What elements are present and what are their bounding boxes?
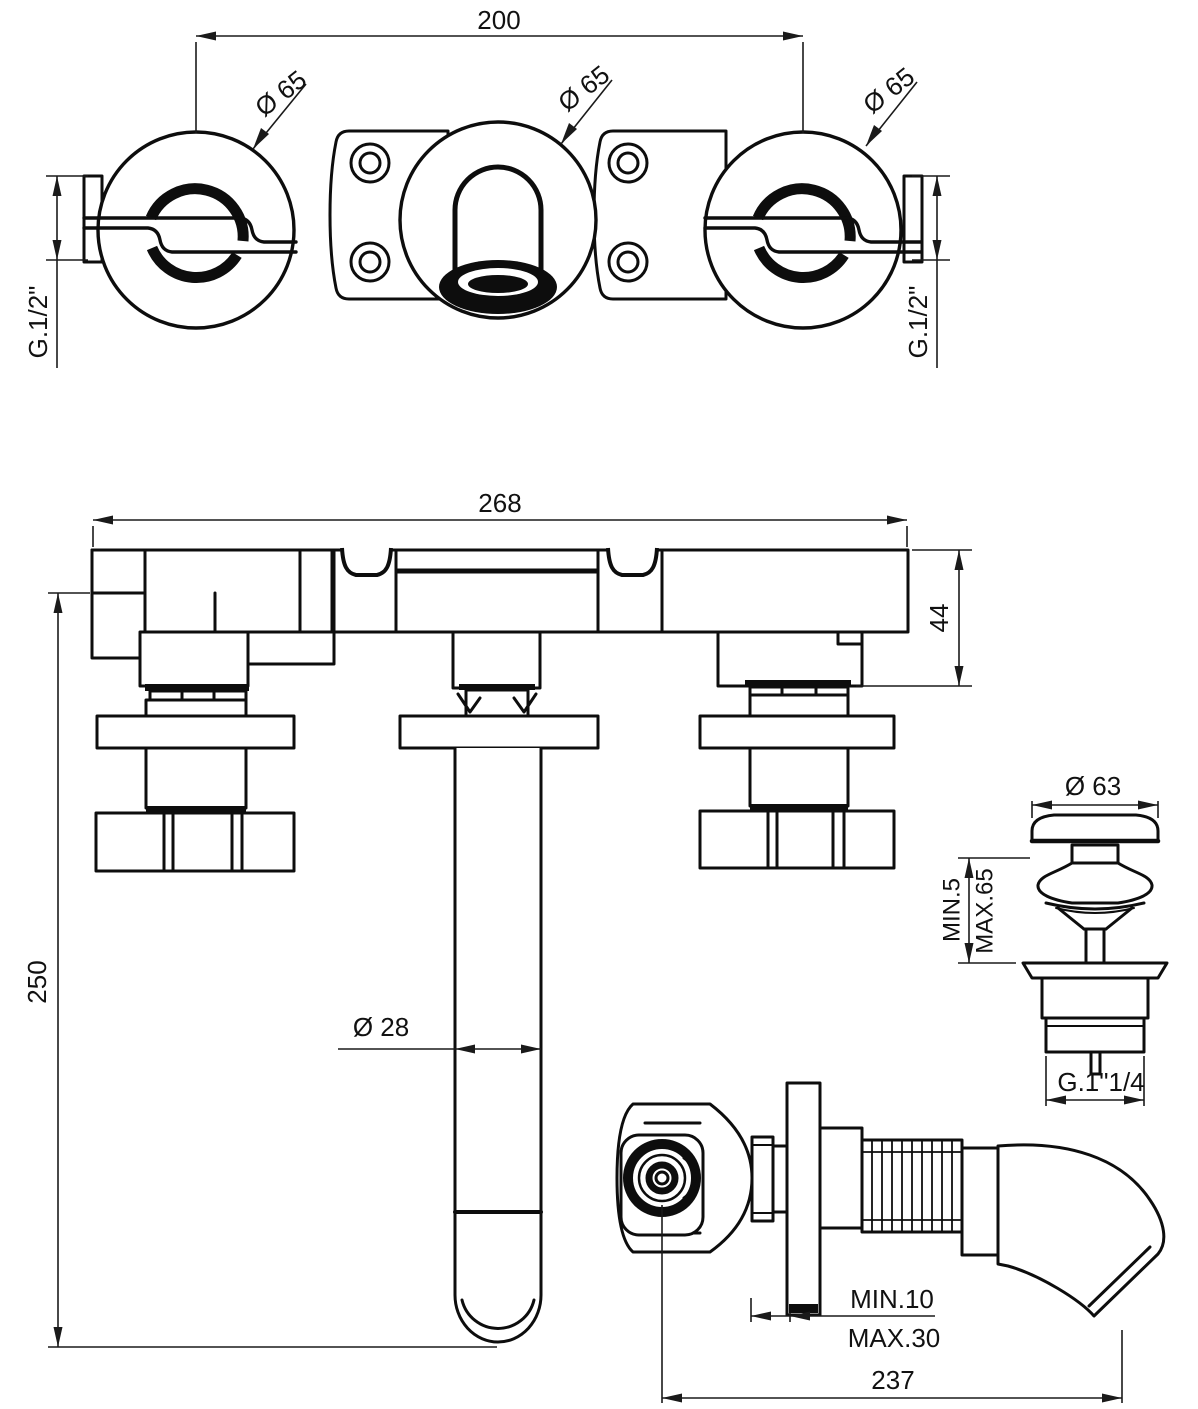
thread-left-label: G.1/2" (23, 286, 53, 359)
dim-28-label: Ø 28 (353, 1012, 409, 1042)
spout-assembly (398, 684, 600, 1344)
dim-projection-237: 237 (661, 1205, 1123, 1403)
side-view: MIN.10 MAX.30 237 (615, 1081, 1166, 1403)
clip-notch-left (340, 547, 393, 577)
drain-skirt (1036, 861, 1154, 905)
dim-268-label: 268 (478, 488, 521, 518)
dia-label-right: Ø 65 (857, 61, 920, 147)
dim-237-label: 237 (871, 1365, 914, 1395)
dim-drain-thread: G.1"1/4 (1045, 1056, 1145, 1106)
dia-label-left: Ø 65 (249, 64, 312, 150)
drain-cap-stem (1070, 843, 1120, 865)
handle-neck (750, 1135, 775, 1223)
dia-right-label: Ø 65 (857, 61, 920, 119)
spline-hatch (862, 1140, 962, 1232)
dim-max30-label: MAX.30 (848, 1323, 941, 1353)
dim-min5-label: MIN.5 (938, 878, 965, 942)
bracket-right (592, 129, 728, 301)
top-view: 200 Ø 65 Ø 65 Ø 65 G.1/2" (23, 5, 950, 368)
drain-thread-label: G.1"1/4 (1057, 1067, 1144, 1097)
right-handle (698, 809, 896, 870)
left-valve-body (138, 630, 250, 688)
left-valve-circle (82, 130, 298, 330)
drain-flange (1021, 961, 1169, 980)
valve-collar (818, 1126, 864, 1230)
dim-thread-left: G.1/2" (23, 175, 88, 368)
drain-body (1040, 976, 1150, 1020)
right-valve-circle (703, 130, 923, 330)
spout-escutcheon (398, 714, 600, 750)
right-stem (748, 746, 850, 808)
center-spout-circle (398, 120, 598, 320)
dim-counter-thickness: MIN.5 MAX.65 (938, 857, 1030, 964)
dim-spout-dia-28: Ø 28 (338, 1012, 541, 1054)
dim-cap-dia-63: Ø 63 (1031, 771, 1159, 818)
right-handle-assembly (698, 680, 896, 870)
right-escutcheon (698, 714, 896, 750)
left-handle-assembly (94, 684, 296, 873)
dim-44-label: 44 (924, 604, 954, 633)
dim-height-250: 250 (22, 592, 497, 1348)
spout-connector (960, 1146, 1000, 1257)
dim-63-label: Ø 63 (1065, 771, 1121, 801)
drain-thread-collar (1044, 1016, 1146, 1054)
left-handle (94, 811, 296, 873)
front-view: 268 44 250 Ø 28 (22, 488, 972, 1348)
dia-left-label: Ø 65 (249, 64, 312, 122)
spout-tube (453, 748, 543, 1344)
handle-knob (615, 1102, 754, 1254)
drain-pin (1089, 1050, 1102, 1076)
dim-max65-label: MAX.65 (971, 868, 998, 953)
dim-min10-label: MIN.10 (850, 1284, 934, 1314)
dim-wall-depth: MIN.10 MAX.30 (750, 1284, 941, 1353)
dim-width-268: 268 (92, 488, 908, 547)
clip-notch-right (606, 547, 659, 577)
spout-side-profile (996, 1143, 1166, 1318)
dim-200-label: 200 (477, 5, 520, 35)
left-escutcheon (95, 714, 296, 750)
drain-neck (1084, 927, 1106, 965)
drain-cap (1030, 813, 1160, 843)
left-side-piece (246, 630, 336, 666)
dim-thread-right: G.1/2" (903, 175, 950, 368)
spout-connection-stub (451, 630, 542, 690)
wall-plate (785, 1081, 822, 1317)
dim-250-label: 250 (22, 960, 52, 1003)
right-port (902, 174, 924, 264)
thread-right-label: G.1/2" (903, 286, 933, 359)
drain-detail: Ø 63 MIN.5 MAX.65 G.1"1/4 (938, 771, 1169, 1106)
right-valve-body (716, 630, 864, 688)
left-stem (144, 746, 248, 810)
dim-spacing-200: 200 (195, 5, 804, 133)
handle-shaft (771, 1144, 789, 1214)
dim-depth-44: 44 (856, 549, 972, 687)
dia-center-label: Ø 65 (552, 59, 615, 117)
